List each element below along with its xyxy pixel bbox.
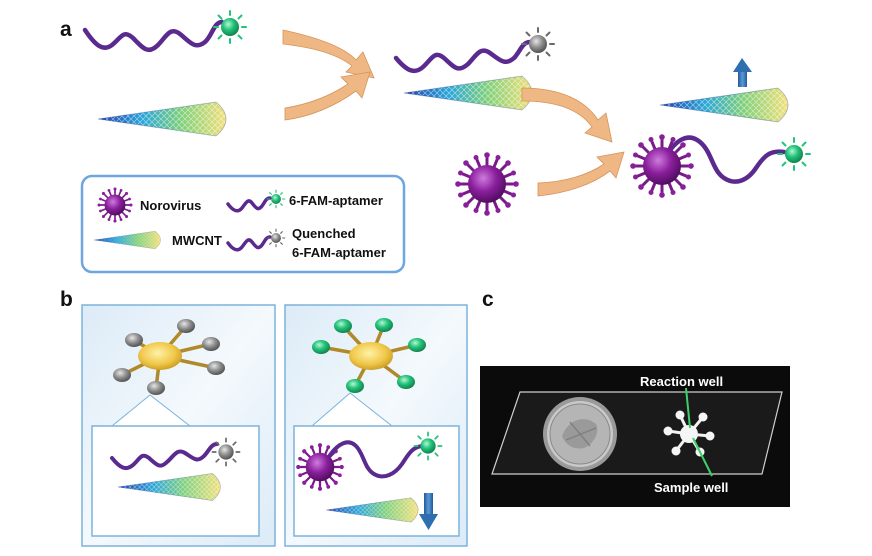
legend-box: Norovirus 6-FAM-aptamer MWCNT Quenched 6… bbox=[80, 174, 406, 274]
sample-well-label: Sample well bbox=[654, 480, 728, 495]
aptamer-strand-bound bbox=[393, 39, 533, 74]
quenched-fluorophore-icon bbox=[521, 27, 555, 61]
inset-quenched-fluorophore-icon bbox=[211, 437, 241, 467]
legend-quenched-icon bbox=[266, 228, 286, 248]
reaction-well-pointer bbox=[685, 387, 691, 429]
legend-aptamer-strand-icon bbox=[226, 196, 272, 213]
norovirus-bound-icon bbox=[628, 132, 696, 200]
chip-fluorescent-icon bbox=[312, 318, 426, 393]
device-photo: Reaction well Sample well bbox=[480, 366, 790, 507]
panel-label-c: c bbox=[482, 288, 494, 311]
merge-arrow-bottom-icon bbox=[284, 71, 371, 121]
coin-scale-reference bbox=[543, 397, 617, 471]
aptamer-strand-free bbox=[82, 19, 225, 53]
panel-label-a: a bbox=[60, 18, 72, 41]
inset-virus-aptamer-strand bbox=[328, 440, 424, 479]
inset-quenched-strand bbox=[110, 442, 219, 471]
mwcnt-released-icon bbox=[659, 87, 789, 123]
up-arrow-icon bbox=[733, 58, 752, 87]
down-arrow-icon bbox=[419, 493, 438, 530]
legend-mwcnt-label: MWCNT bbox=[172, 233, 222, 248]
fam-fluorophore-icon bbox=[213, 10, 247, 44]
legend-norovirus-label: Norovirus bbox=[140, 198, 201, 213]
inset-fam-fluorophore-icon bbox=[413, 431, 443, 461]
inset-norovirus-icon bbox=[295, 442, 345, 492]
release-arrow-icon bbox=[521, 87, 613, 143]
panel-label-b: b bbox=[60, 288, 73, 311]
glass-slide bbox=[491, 391, 783, 475]
legend-aptamer-label: 6-FAM-aptamer bbox=[289, 193, 383, 208]
legend-quenched-label-1: Quenched bbox=[292, 226, 356, 241]
fam-fluorophore-restored-icon bbox=[777, 137, 811, 171]
legend-norovirus-icon bbox=[96, 186, 134, 224]
sample-well-pointer bbox=[692, 437, 713, 477]
norovirus-icon bbox=[453, 150, 521, 218]
aptamer-strand-virus-bound bbox=[663, 135, 787, 184]
panel-b-quenched-box bbox=[81, 304, 276, 547]
legend-quenched-strand-icon bbox=[226, 235, 272, 252]
chip-quenched-icon bbox=[113, 319, 225, 395]
white-chip-device bbox=[663, 410, 715, 457]
mwcnt-icon bbox=[97, 101, 227, 137]
merge-arrow-top-icon bbox=[282, 29, 375, 79]
binding-arrow-icon bbox=[537, 151, 625, 197]
legend-quenched-label-2: 6-FAM-aptamer bbox=[292, 245, 386, 260]
panel-b-fluorescent-box bbox=[284, 304, 468, 547]
reaction-well-label: Reaction well bbox=[640, 374, 723, 389]
mwcnt-quenched-complex-icon bbox=[403, 75, 533, 111]
legend-fam-icon bbox=[266, 189, 286, 209]
